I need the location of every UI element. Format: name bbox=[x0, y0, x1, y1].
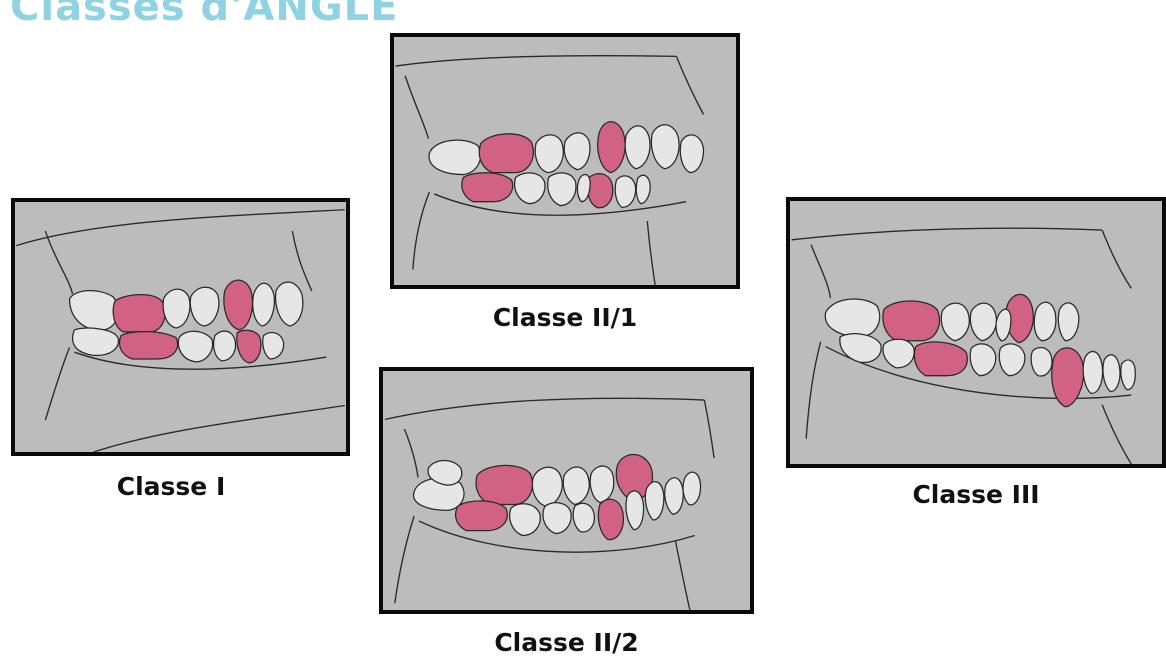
caption-classe-2-1: Classe II/1 bbox=[390, 303, 740, 332]
caption-classe-3: Classe III bbox=[786, 480, 1166, 509]
caption-classe-2-2: Classe II/2 bbox=[379, 628, 754, 657]
panel-classe-1 bbox=[11, 198, 350, 456]
caption-classe-1: Classe I bbox=[11, 472, 331, 501]
page-title: Classes d'ANGLE bbox=[10, 0, 399, 30]
panel-classe-2-1 bbox=[390, 33, 740, 289]
jaw-illustration-classe-1 bbox=[15, 202, 346, 452]
panel-classe-2-2 bbox=[379, 367, 754, 614]
jaw-illustration-classe-2-1 bbox=[394, 37, 736, 285]
jaw-illustration-classe-2-2 bbox=[383, 371, 750, 610]
jaw-illustration-classe-3 bbox=[790, 201, 1162, 464]
panel-classe-3 bbox=[786, 197, 1166, 468]
